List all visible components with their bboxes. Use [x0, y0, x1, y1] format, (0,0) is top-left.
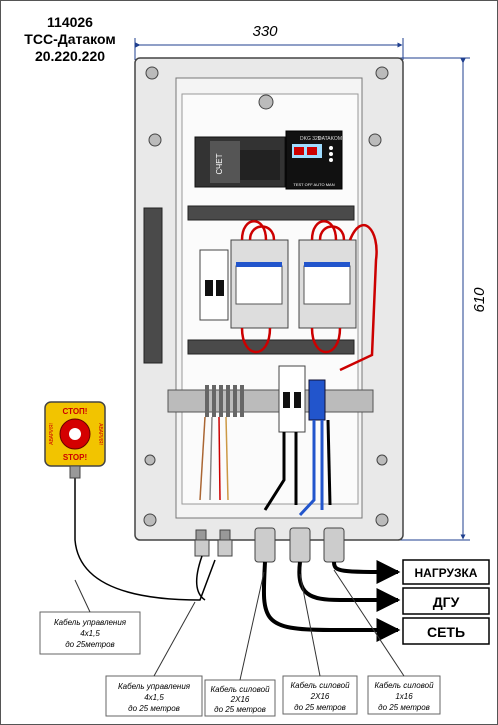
cable-label-2: Кабель управления 4x1,5 до 25 метров [105, 601, 203, 717]
controller-brand: DATAKOM [318, 136, 342, 142]
height-dimension: 610 [400, 57, 488, 541]
din-rail [167, 365, 374, 433]
svg-text:1x16: 1x16 [395, 692, 413, 701]
datakom-controller: DKG 329 DATAKOM TEST OFF AUTO MAN [285, 130, 343, 190]
svg-text:до 25метров: до 25метров [65, 640, 114, 649]
svg-text:4x1,5: 4x1,5 [144, 693, 164, 702]
svg-text:Кабель силовой: Кабель силовой [374, 681, 434, 690]
grid-label: СЕТЬ [427, 624, 465, 640]
model-name: ТСС-Датаком [24, 31, 116, 47]
svg-text:Кабель силовой: Кабель силовой [210, 685, 270, 694]
svg-text:Кабель силовой: Кабель силовой [290, 681, 350, 690]
svg-text:2X16: 2X16 [230, 695, 250, 704]
height-value: 610 [471, 287, 488, 313]
red-wires [240, 220, 378, 380]
cable-label-5: Кабель силовой 1x16 до 25 метров [333, 569, 441, 715]
svg-text:2X16: 2X16 [310, 692, 330, 701]
output-grid: СЕТЬ [402, 617, 490, 645]
load-label: НАГРУЗКА [415, 566, 478, 580]
cable-ducts [143, 205, 355, 364]
svg-text:до 25 метров: до 25 метров [214, 705, 266, 714]
estop-top-label: СТОП! [63, 407, 88, 416]
contactors [199, 239, 357, 329]
output-generator: ДГУ [402, 587, 490, 615]
emergency-stop-button: СТОП! STOP! АВАРИЯ! АВАРИЯ! [44, 401, 106, 479]
cable-label-1: Кабель управления 4x1,5 до 25метров [39, 579, 141, 655]
svg-text:до 25 метров: до 25 метров [294, 703, 346, 712]
svg-text:до 25 метров: до 25 метров [378, 703, 430, 712]
width-value: 330 [252, 23, 278, 40]
cable-label-4: Кабель силовой 2X16 до 25 метров [282, 573, 358, 715]
svg-text:Кабель управления: Кабель управления [54, 618, 127, 627]
svg-text:4x1,5: 4x1,5 [80, 629, 100, 638]
controller-buttons: TEST OFF AUTO MAN [293, 182, 334, 187]
width-dimension: 330 [134, 23, 404, 60]
cable-label-3: Кабель силовой 2X16 до 25 метров [204, 571, 276, 717]
estop-left-label: АВАРИЯ! [49, 423, 55, 445]
cable-glands [194, 527, 345, 563]
svg-text:Кабель управления: Кабель управления [118, 682, 191, 691]
generator-label: ДГУ [433, 594, 460, 610]
power-wires [199, 416, 332, 517]
energy-meter: СЧЕТ [194, 136, 286, 188]
output-load: НАГРУЗКА [402, 559, 490, 585]
meter-label: СЧЕТ [215, 153, 224, 174]
svg-text:до 25 метров: до 25 метров [128, 704, 180, 713]
model-number: 114026 [47, 14, 93, 30]
model-code: 20.220.220 [34, 48, 106, 64]
controller-model: DKG 329 [300, 136, 321, 142]
external-cables [74, 478, 401, 642]
estop-right-label: АВАРИЯ! [97, 423, 103, 445]
estop-bottom-label: STOP! [63, 453, 87, 462]
